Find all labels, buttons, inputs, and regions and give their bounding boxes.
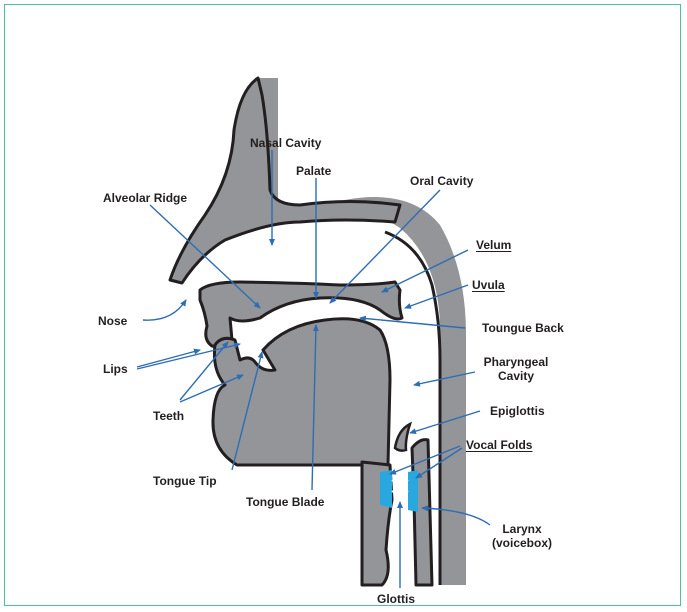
label-vocal-folds: Vocal Folds bbox=[466, 438, 532, 452]
label-epiglottis: Epiglottis bbox=[490, 404, 545, 418]
label-alveolar-ridge: Alveolar Ridge bbox=[103, 191, 187, 205]
label-nose: Nose bbox=[98, 314, 127, 328]
label-oral-cavity: Oral Cavity bbox=[410, 174, 473, 188]
label-pharyngeal-cavity: Pharyngeal Cavity bbox=[476, 355, 556, 383]
label-uvula: Uvula bbox=[472, 278, 505, 292]
label-velum: Velum bbox=[476, 238, 511, 252]
label-larynx-line2: (voicebox) bbox=[482, 536, 562, 550]
nose-shape bbox=[170, 78, 400, 283]
arrow-nose bbox=[143, 300, 186, 320]
label-nasal-cavity: Nasal Cavity bbox=[250, 136, 321, 150]
label-lips: Lips bbox=[103, 362, 128, 376]
vocal-fold-right bbox=[408, 470, 418, 512]
epiglottis-shape bbox=[395, 424, 410, 451]
glottis-opening bbox=[392, 480, 408, 483]
label-larynx-line1: Larynx bbox=[482, 522, 562, 536]
label-glottis: Glottis bbox=[377, 592, 415, 606]
arrow-lips-upper bbox=[137, 350, 200, 367]
label-tongue-blade: Tongue Blade bbox=[246, 495, 324, 509]
label-pharyngeal-cavity-line1: Pharyngeal bbox=[476, 355, 556, 369]
glottis-opening-lower bbox=[392, 489, 408, 492]
label-teeth: Teeth bbox=[153, 409, 184, 423]
label-palate: Palate bbox=[296, 164, 331, 178]
label-larynx: Larynx (voicebox) bbox=[482, 522, 562, 550]
label-tongue-tip: Tongue Tip bbox=[153, 474, 217, 488]
vocal-fold-left bbox=[380, 470, 392, 508]
label-toungue-back: Toungue Back bbox=[482, 321, 564, 335]
label-pharyngeal-cavity-line2: Cavity bbox=[476, 369, 556, 383]
